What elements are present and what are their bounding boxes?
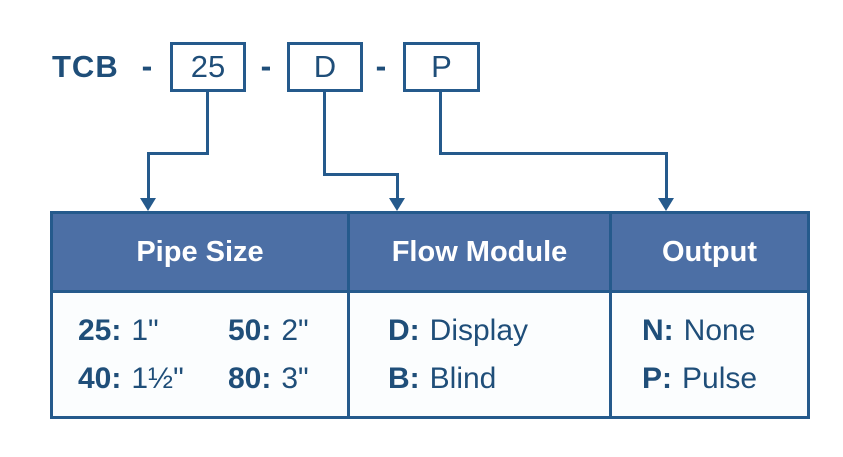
- connector-pipe-size: [147, 152, 209, 155]
- table-row: 40: 1½" 80: 3": [78, 357, 347, 401]
- column-output: Output N: None P: Pulse: [609, 214, 807, 416]
- legend-entry: 40: 1½": [78, 357, 228, 401]
- legend-entry: N: None: [642, 309, 807, 353]
- entry-code: N:: [642, 313, 674, 347]
- cell-output: N: None P: Pulse: [612, 293, 807, 416]
- column-flow-module: Flow Module D: Display B: Blind: [347, 214, 609, 416]
- entry-code: D:: [388, 313, 420, 347]
- code-box-pipe-size: 25: [170, 42, 246, 92]
- code-segment-pipe-size: 25: [190, 49, 226, 84]
- legend-entry: D: Display: [388, 309, 609, 353]
- legend-entry: 80: 3": [228, 357, 347, 401]
- connector-output: [439, 92, 442, 155]
- entry-value: 3": [281, 361, 309, 395]
- connector-flow-module: [323, 173, 399, 176]
- connector-pipe-size: [206, 92, 209, 155]
- arrow-down-icon: [140, 198, 156, 211]
- legend-entry: 50: 2": [228, 309, 347, 353]
- legend-entry: B: Blind: [388, 357, 609, 401]
- entry-value: 1": [131, 313, 159, 347]
- table-row: 25: 1" 50: 2": [78, 309, 347, 353]
- entry-value: Blind: [429, 361, 497, 395]
- entry-code: P:: [642, 361, 672, 395]
- entry-code: B:: [388, 361, 420, 395]
- header-output: Output: [612, 214, 807, 293]
- connector-pipe-size: [147, 152, 150, 202]
- legend-entry: P: Pulse: [642, 357, 807, 401]
- entry-value: Display: [429, 313, 529, 347]
- separator-dash: -: [375, 48, 387, 84]
- arrow-down-icon: [658, 198, 674, 211]
- model-prefix: TCB: [52, 49, 119, 84]
- entry-code: 25:: [78, 313, 122, 347]
- column-pipe-size: Pipe Size 25: 1" 50: 2" 40: 1½" 80: 3": [53, 214, 347, 416]
- connector-flow-module: [396, 173, 399, 202]
- cell-pipe-size: 25: 1" 50: 2" 40: 1½" 80: 3": [53, 293, 347, 416]
- entry-code: 40:: [78, 361, 122, 395]
- entry-value: Pulse: [682, 361, 758, 395]
- legend-entry: 25: 1": [78, 309, 228, 353]
- entry-value: None: [683, 313, 756, 347]
- cell-flow-module: D: Display B: Blind: [350, 293, 609, 416]
- arrow-down-icon: [389, 198, 405, 211]
- entry-code: 80:: [228, 361, 272, 395]
- entry-value: 1½": [131, 361, 184, 395]
- code-box-flow-module: D: [287, 42, 363, 92]
- code-segment-flow-module: D: [313, 49, 337, 84]
- code-box-output: P: [403, 42, 480, 92]
- connector-output: [439, 152, 668, 155]
- header-pipe-size: Pipe Size: [53, 214, 347, 293]
- header-flow-module: Flow Module: [350, 214, 609, 293]
- connector-output: [665, 152, 668, 202]
- connector-flow-module: [323, 92, 326, 176]
- entry-value: 2": [281, 313, 309, 347]
- separator-dash: -: [141, 48, 153, 84]
- code-segment-output: P: [431, 49, 452, 84]
- separator-dash: -: [260, 48, 272, 84]
- entry-code: 50:: [228, 313, 272, 347]
- legend-table: Pipe Size 25: 1" 50: 2" 40: 1½" 80: 3": [50, 211, 810, 419]
